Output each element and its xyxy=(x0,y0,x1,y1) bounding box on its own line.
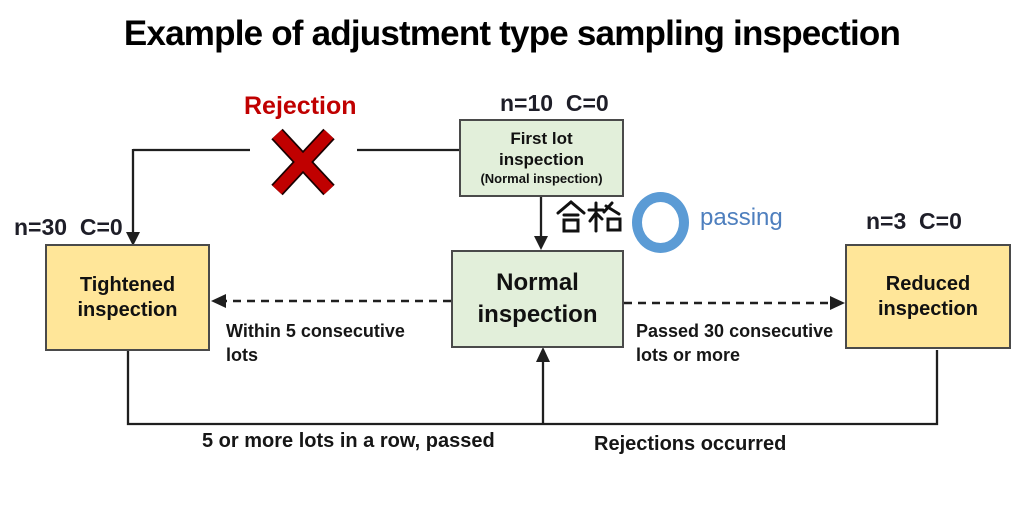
rejection-label: Rejection xyxy=(244,92,357,120)
reduced-inspection-box: Reduced inspection xyxy=(845,244,1011,349)
reduced-params: n=3 C=0 xyxy=(866,208,962,234)
reduced-label: Reduced inspection xyxy=(877,273,978,320)
red-x-icon xyxy=(271,128,335,196)
normal-inspection-box: Normal inspection xyxy=(451,250,624,348)
edge-label-passed-30-lots: Passed 30 consecutive lots or more xyxy=(636,321,834,366)
first-lot-inspection-box: First lot inspection (Normal inspection) xyxy=(459,119,624,197)
first-lot-subtitle: (Normal inspection) xyxy=(480,171,603,187)
pass-kanji-label xyxy=(556,200,622,233)
tightened-label: Tightened inspection xyxy=(77,274,178,321)
passing-label: passing xyxy=(700,204,783,231)
normal-label: Normal inspection xyxy=(477,268,598,328)
edge-label-5-in-row-passed: 5 or more lots in a row, passed xyxy=(202,430,495,452)
edge-label-rejections-occurred: Rejections occurred xyxy=(594,433,787,455)
page-title: Example of adjustment type sampling insp… xyxy=(123,14,901,53)
tightened-inspection-box: Tightened inspection xyxy=(45,244,210,351)
pass-circle-icon xyxy=(632,192,689,253)
tightened-params: n=30 C=0 xyxy=(14,214,123,240)
first-lot-title: First lot inspection xyxy=(498,128,584,169)
first-lot-params: n=10 C=0 xyxy=(500,90,609,116)
edge-label-within-5-lots: Within 5 consecutive lots xyxy=(226,321,405,366)
